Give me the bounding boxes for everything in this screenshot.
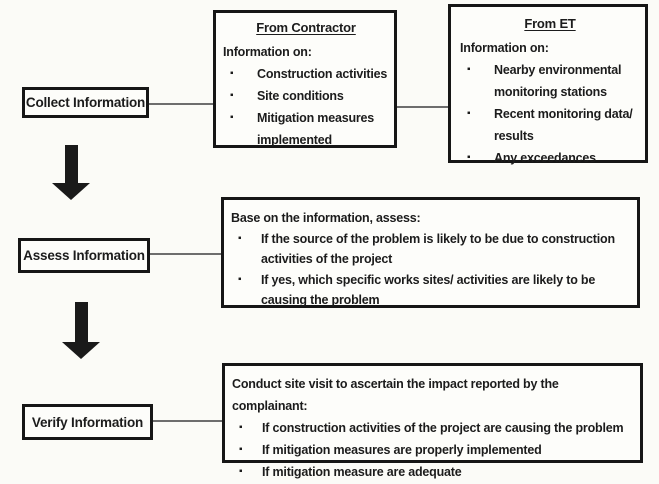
box-title: From Contractor: [256, 20, 356, 35]
bullet-item: ▪ Any exceedances: [460, 147, 640, 169]
bullet-square-icon: ▪: [238, 232, 242, 244]
from-et-box: From ET Information on: ▪ Nearby environm…: [448, 4, 648, 165]
bullet-item: ▪ If construction activities of the proje…: [232, 417, 634, 439]
bullet-square-icon: ▪: [230, 68, 234, 79]
assess-detail-box: Base on the information, assess: ▪ If the…: [221, 197, 640, 308]
down-arrow-icon: [52, 145, 90, 200]
from-contractor-box: From Contractor Information on: ▪ Constru…: [213, 10, 397, 148]
bullet-item: ▪ If yes, which specific works sites/ act…: [231, 270, 631, 311]
step-box-collect-information: Collect Information: [22, 87, 149, 118]
bullet-text: Mitigation measures implemented: [257, 111, 375, 147]
step-label: Verify Information: [31, 414, 144, 430]
bullet-square-icon: ▪: [230, 112, 234, 123]
bullet-text: If the source of the problem is likely t…: [261, 231, 615, 267]
box-intro: Information on:: [460, 41, 549, 55]
bullet-text: If construction activities of the projec…: [262, 421, 624, 435]
connector-line: [150, 253, 221, 255]
connector-line: [397, 106, 448, 108]
bullet-list: ▪ If construction activities of the proje…: [232, 417, 634, 483]
bullet-text: If mitigation measures are properly impl…: [262, 443, 542, 457]
bullet-text: Site conditions: [257, 89, 344, 103]
bullet-list: ▪ Construction activities ▪ Site conditions…: [223, 63, 389, 151]
bullet-item: ▪ If mitigation measure are adequate: [232, 461, 634, 483]
bullet-list: ▪ Nearby environmental monitoring station…: [460, 59, 640, 169]
bullet-square-icon: ▪: [467, 152, 471, 163]
connector-line: [149, 103, 213, 105]
connector-line: [153, 420, 222, 422]
box-intro: Base on the information, assess:: [231, 211, 421, 225]
bullet-item: ▪ Construction activities: [223, 63, 389, 85]
bullet-square-icon: ▪: [467, 64, 471, 75]
bullet-square-icon: ▪: [239, 466, 243, 477]
down-arrow-icon: [62, 302, 100, 359]
arrow-head: [52, 183, 90, 200]
bullet-item: ▪ Recent monitoring data/ results: [460, 103, 640, 147]
bullet-item: ▪ If mitigation measures are properly imp…: [232, 439, 634, 461]
bullet-text: Any exceedances: [494, 151, 596, 165]
bullet-item: ▪ Site conditions: [223, 85, 389, 107]
box-intro: Information on:: [223, 45, 312, 59]
bullet-text: If mitigation measure are adequate: [262, 465, 462, 479]
bullet-item: ▪ If the source of the problem is likely …: [231, 229, 631, 270]
bullet-text: If yes, which specific works sites/ acti…: [261, 272, 596, 308]
step-label: Collect Information: [25, 95, 146, 110]
arrow-stem: [74, 302, 88, 342]
arrow-head: [62, 342, 100, 359]
box-title: From ET: [524, 16, 576, 31]
bullet-item: ▪ Mitigation measures implemented: [223, 107, 389, 151]
step-label: Assess Information: [23, 248, 145, 263]
box-intro: Conduct site visit to ascertain the impa…: [232, 377, 559, 413]
arrow-stem: [64, 145, 78, 183]
bullet-square-icon: ▪: [230, 90, 234, 101]
bullet-list: ▪ If the source of the problem is likely …: [231, 229, 631, 311]
step-box-assess-information: Assess Information: [18, 238, 150, 273]
bullet-text: Construction activities: [257, 67, 388, 81]
bullet-square-icon: ▪: [467, 108, 471, 119]
bullet-square-icon: ▪: [238, 273, 242, 285]
bullet-square-icon: ▪: [239, 444, 243, 455]
bullet-item: ▪ Nearby environmental monitoring station…: [460, 59, 640, 103]
bullet-text: Nearby environmental monitoring stations: [494, 63, 622, 99]
bullet-text: Recent monitoring data/ results: [494, 107, 633, 143]
bullet-square-icon: ▪: [239, 422, 243, 433]
step-box-verify-information: Verify Information: [22, 404, 153, 440]
verify-detail-box: Conduct site visit to ascertain the impa…: [222, 363, 643, 479]
